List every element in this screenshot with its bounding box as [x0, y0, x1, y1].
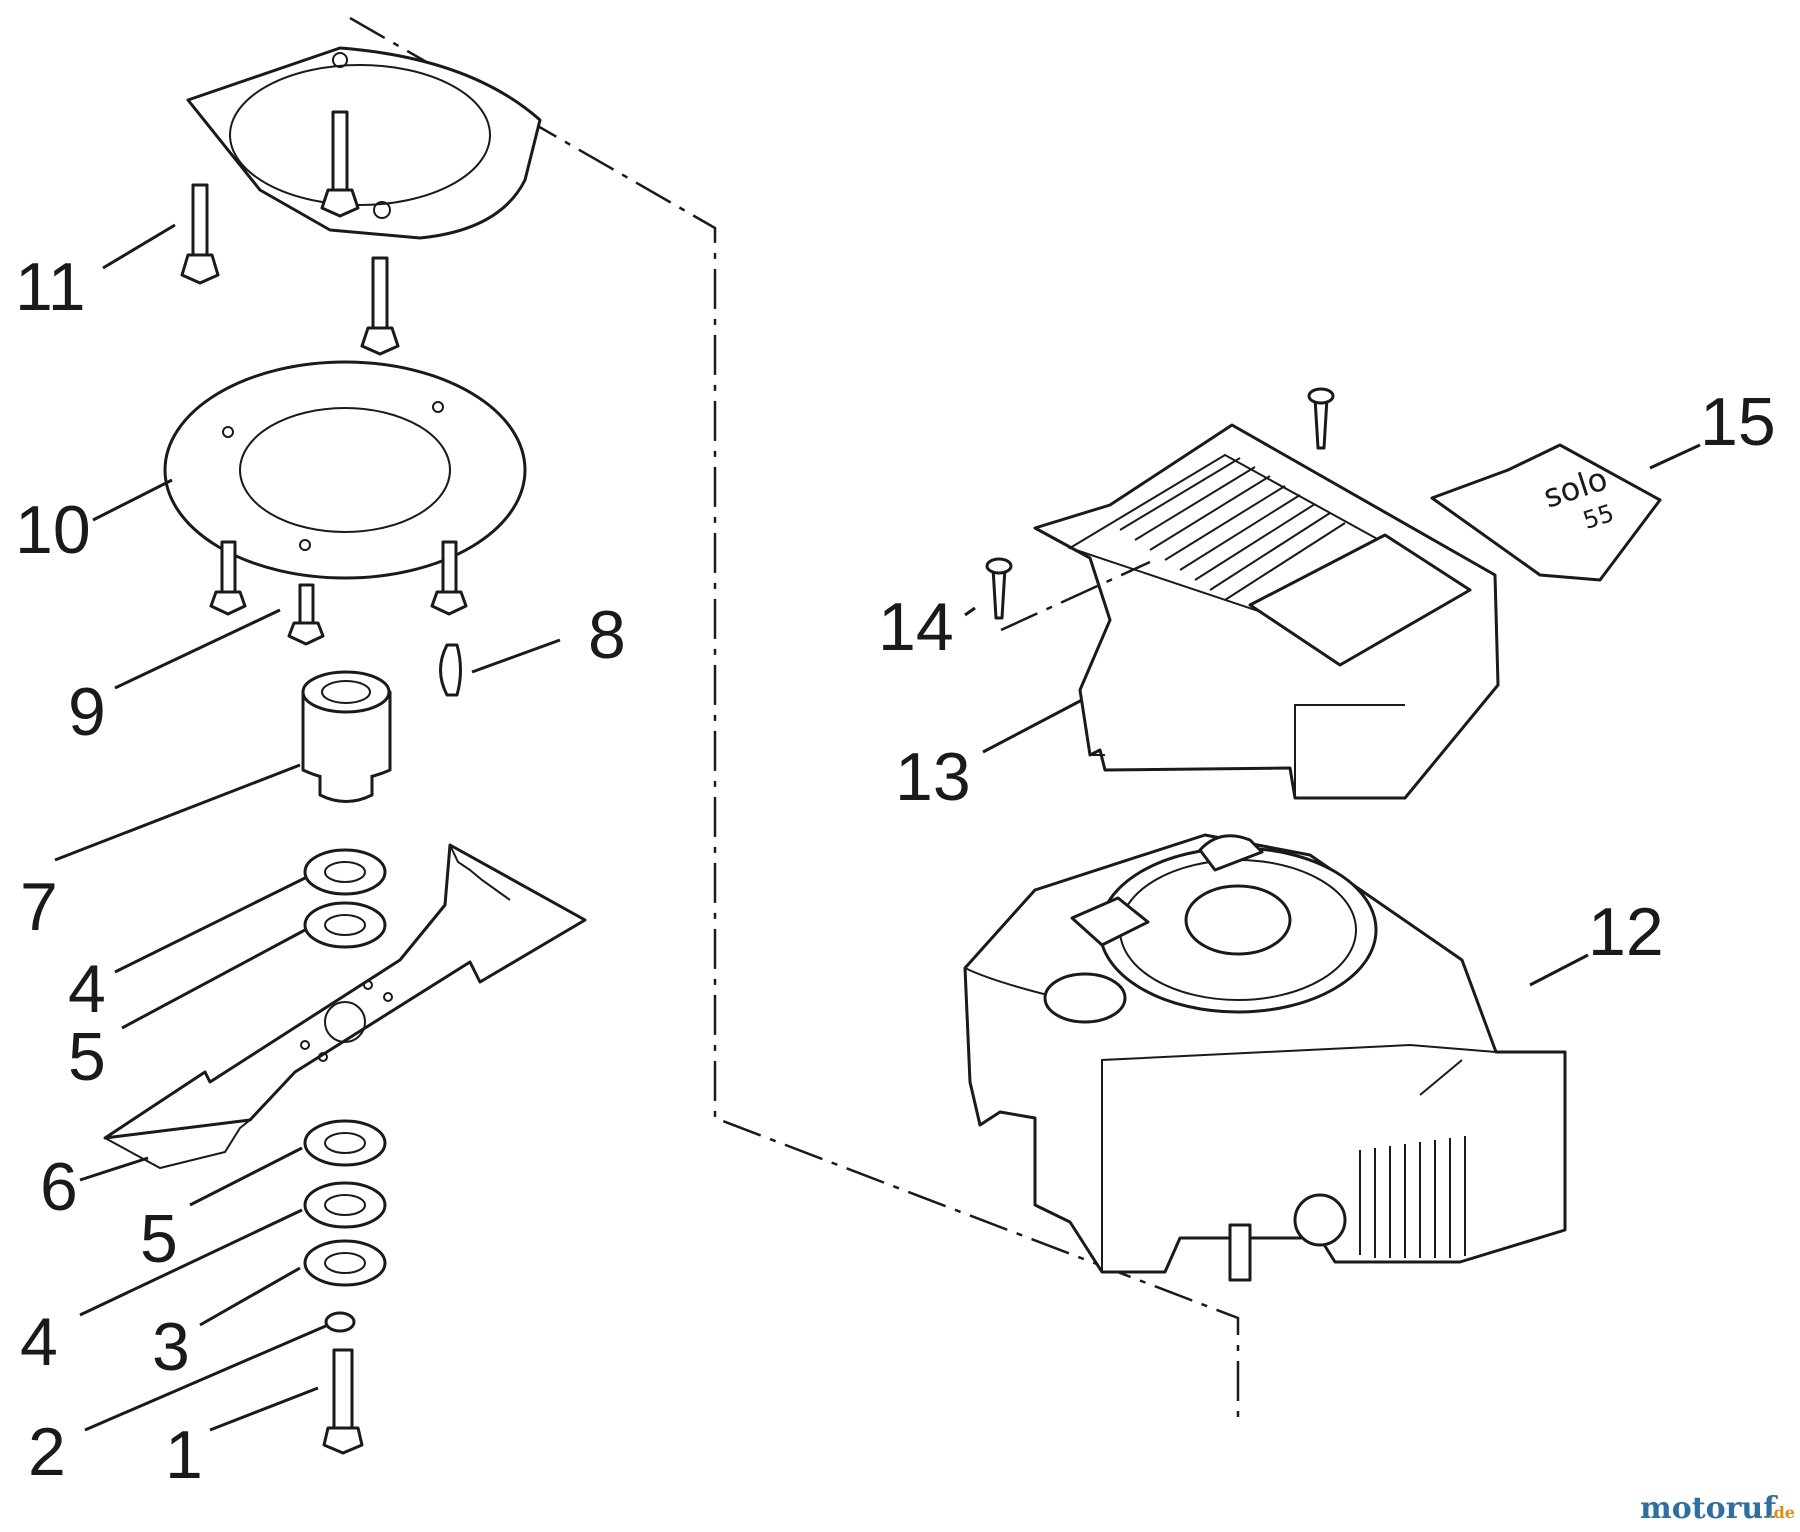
assembly-centerline — [349, 16, 1240, 1425]
label-part-9: 9 — [68, 674, 106, 750]
label-part-1: 1 — [165, 1417, 203, 1493]
label-part-10: 10 — [15, 492, 91, 568]
label-part-8: 8 — [588, 597, 626, 673]
engine-fins — [1359, 1136, 1466, 1258]
screw-14-part — [985, 387, 1335, 632]
label-part-3: 3 — [152, 1309, 190, 1385]
label-part-12: 12 — [1588, 894, 1664, 970]
bolt-1-part — [322, 1348, 364, 1455]
washer-5-upper-part — [303, 901, 387, 949]
label-part-11: 11 — [15, 249, 86, 325]
top-housing-part — [186, 46, 542, 240]
cover-vent-slots — [1119, 457, 1346, 601]
blade-6-part — [103, 843, 587, 1170]
label-part-5-upper: 5 — [68, 1019, 106, 1095]
washer-5-lower-part — [303, 1119, 387, 1167]
label-part-5-lower: 5 — [140, 1201, 178, 1277]
label-part-7: 7 — [20, 869, 58, 945]
label-part-15: 15 — [1700, 384, 1776, 460]
washer-4-lower-part — [303, 1181, 387, 1229]
cover-13-part — [1033, 423, 1500, 800]
decal-15-part: solo 55 — [1430, 443, 1662, 582]
screw-9-part — [209, 540, 468, 646]
part-number-labels: 11 10 9 8 7 4 5 6 5 4 3 2 1 12 13 14 15 — [15, 249, 1776, 1493]
label-part-2: 2 — [28, 1414, 66, 1490]
label-part-6: 6 — [40, 1149, 78, 1225]
adapter-7-part — [301, 670, 392, 803]
label-part-14: 14 — [878, 589, 954, 665]
watermark-tld: .de — [1768, 1503, 1795, 1522]
key-8-part — [439, 643, 462, 697]
watermark-name: motoruf — [1640, 1491, 1778, 1526]
label-part-13: 13 — [895, 739, 971, 815]
label-part-4-lower: 4 — [20, 1304, 58, 1380]
lock-washer-2-part — [324, 1311, 356, 1333]
engine-12-part — [963, 833, 1567, 1282]
washer-4-upper-part — [303, 848, 387, 896]
label-part-4-upper: 4 — [68, 951, 106, 1027]
watermark-logo: motoruf .de — [1640, 1491, 1795, 1526]
washer-3-part — [303, 1239, 387, 1287]
leader-lines — [54, 223, 1701, 1432]
flange-plate-10-part — [163, 360, 527, 580]
bolt-11-part — [180, 110, 400, 356]
